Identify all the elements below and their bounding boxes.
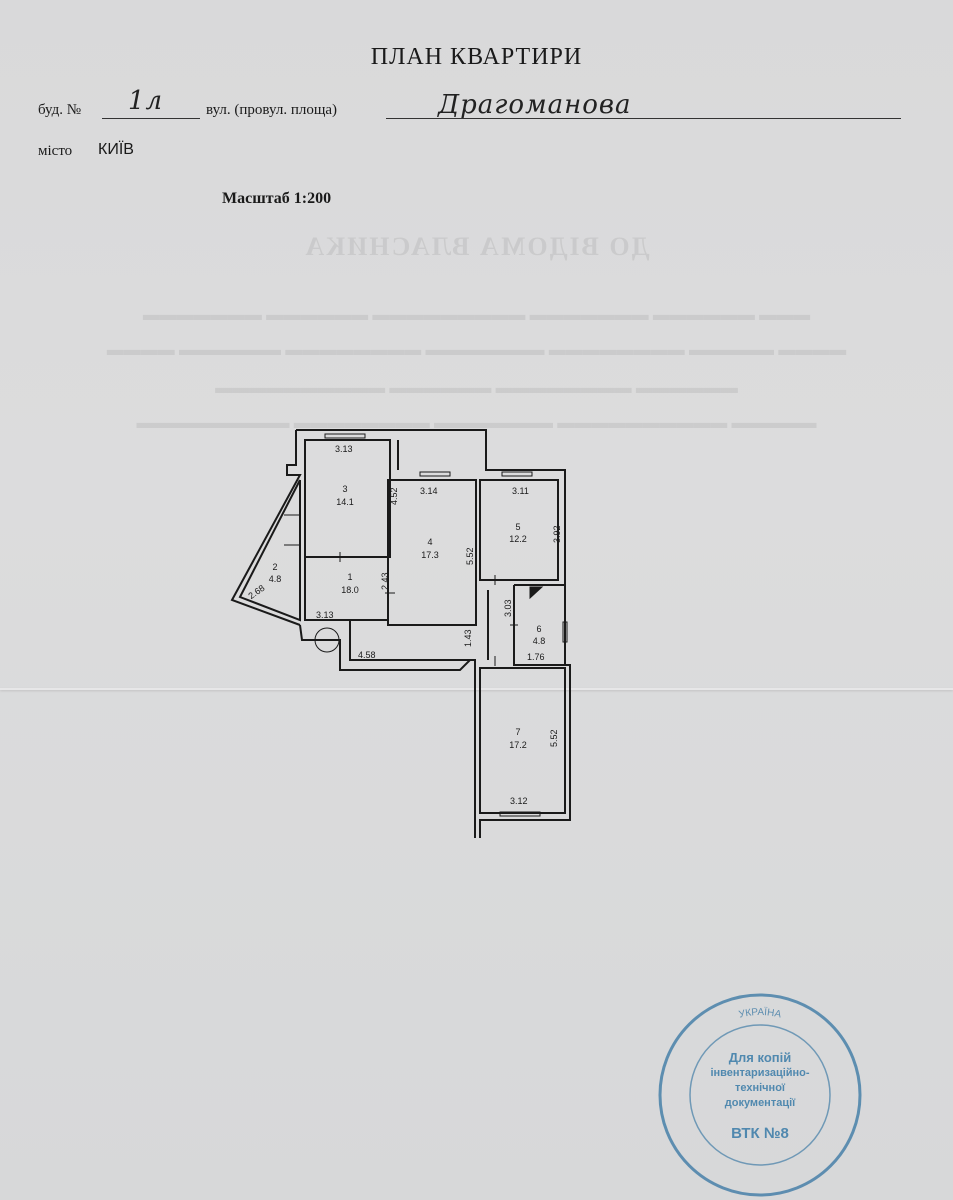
stamp-bottom: ВТК №8 bbox=[731, 1125, 789, 1142]
room-5-area: 12.2 bbox=[509, 534, 527, 544]
dim-label: 2.68 bbox=[246, 583, 266, 601]
svg-text:УКРАЇНА: УКРАЇНА bbox=[738, 1006, 783, 1020]
dim-label: 5.52 bbox=[465, 547, 475, 565]
room-6-walls bbox=[513, 584, 566, 666]
room-4-walls bbox=[387, 479, 477, 626]
room-2-number: 2 bbox=[272, 562, 277, 572]
stamp-line-4: документації bbox=[724, 1097, 796, 1109]
dim-label: 1.76 bbox=[527, 652, 545, 662]
room-6-area: 4.8 bbox=[533, 636, 546, 646]
street-underline bbox=[386, 118, 901, 119]
dim-label: 3.14 bbox=[420, 486, 438, 496]
dim-label: 3.13 bbox=[335, 444, 353, 454]
document-title: ПЛАН КВАРТИРИ bbox=[370, 44, 583, 70]
room-4-area: 17.3 bbox=[421, 550, 439, 560]
window bbox=[501, 471, 533, 477]
dim-label: 3.03 bbox=[503, 599, 513, 617]
dim-label: 3.92 bbox=[552, 525, 562, 543]
dim-label: 2.43 bbox=[380, 572, 390, 590]
room-3-area: 14.1 bbox=[336, 497, 354, 507]
outer-wall bbox=[299, 624, 476, 838]
room-5-walls bbox=[479, 479, 559, 581]
dim-label: 3.13 bbox=[316, 610, 334, 620]
street-label: вул. (провул. площа) bbox=[206, 102, 338, 118]
room-3-walls bbox=[304, 439, 391, 558]
room-7-area: 17.2 bbox=[509, 740, 527, 750]
dim-label: 5.52 bbox=[549, 729, 559, 747]
room-1-number: 1 bbox=[347, 572, 352, 582]
stamp-line-2: інвентаризаційно- bbox=[710, 1067, 810, 1079]
room-7-walls bbox=[479, 667, 566, 814]
plan-walls bbox=[230, 429, 571, 838]
outer-wall bbox=[230, 430, 302, 626]
room-1-walls bbox=[304, 557, 475, 661]
room-1-area: 18.0 bbox=[341, 585, 359, 595]
room-3-number: 3 bbox=[342, 484, 347, 494]
room-2-walls bbox=[238, 479, 301, 622]
room-5-number: 5 bbox=[515, 522, 520, 532]
city-name: КИЇВ bbox=[98, 141, 134, 158]
room-4-number: 4 bbox=[427, 537, 432, 547]
room-7-number: 7 bbox=[515, 727, 520, 737]
building-underline bbox=[102, 118, 200, 119]
room-6-number: 6 bbox=[536, 624, 541, 634]
dim-label: 3.12 bbox=[510, 796, 528, 806]
window bbox=[419, 471, 451, 477]
plan-details bbox=[284, 433, 568, 817]
building-number: 1л bbox=[128, 86, 164, 116]
building-label: буд. № bbox=[38, 102, 82, 118]
window bbox=[499, 811, 541, 817]
stamp-line-3: технічної bbox=[734, 1082, 786, 1094]
stamp-seal: УКРАЇНА bbox=[658, 993, 862, 1197]
window bbox=[324, 433, 366, 439]
dim-label: 4.58 bbox=[358, 650, 376, 660]
stairs-circle bbox=[314, 627, 340, 653]
street-name: Драгоманова bbox=[438, 90, 632, 120]
window bbox=[562, 621, 568, 643]
stamp-line-1: Для копій bbox=[728, 1050, 792, 1065]
stamp-ring-text: УКРАЇНА bbox=[738, 1006, 783, 1020]
dim-label: 3.11 bbox=[512, 486, 529, 496]
room-2-area: 4.8 bbox=[269, 574, 282, 584]
dim-label: 1.43 bbox=[463, 629, 473, 647]
scale-label: Масштаб 1:200 bbox=[222, 190, 332, 207]
dim-label: 4.52 bbox=[389, 487, 399, 505]
room-6-corner bbox=[529, 586, 544, 600]
shaft-lines bbox=[284, 514, 301, 546]
city-label: місто bbox=[38, 143, 73, 159]
paper-fold bbox=[0, 688, 953, 690]
